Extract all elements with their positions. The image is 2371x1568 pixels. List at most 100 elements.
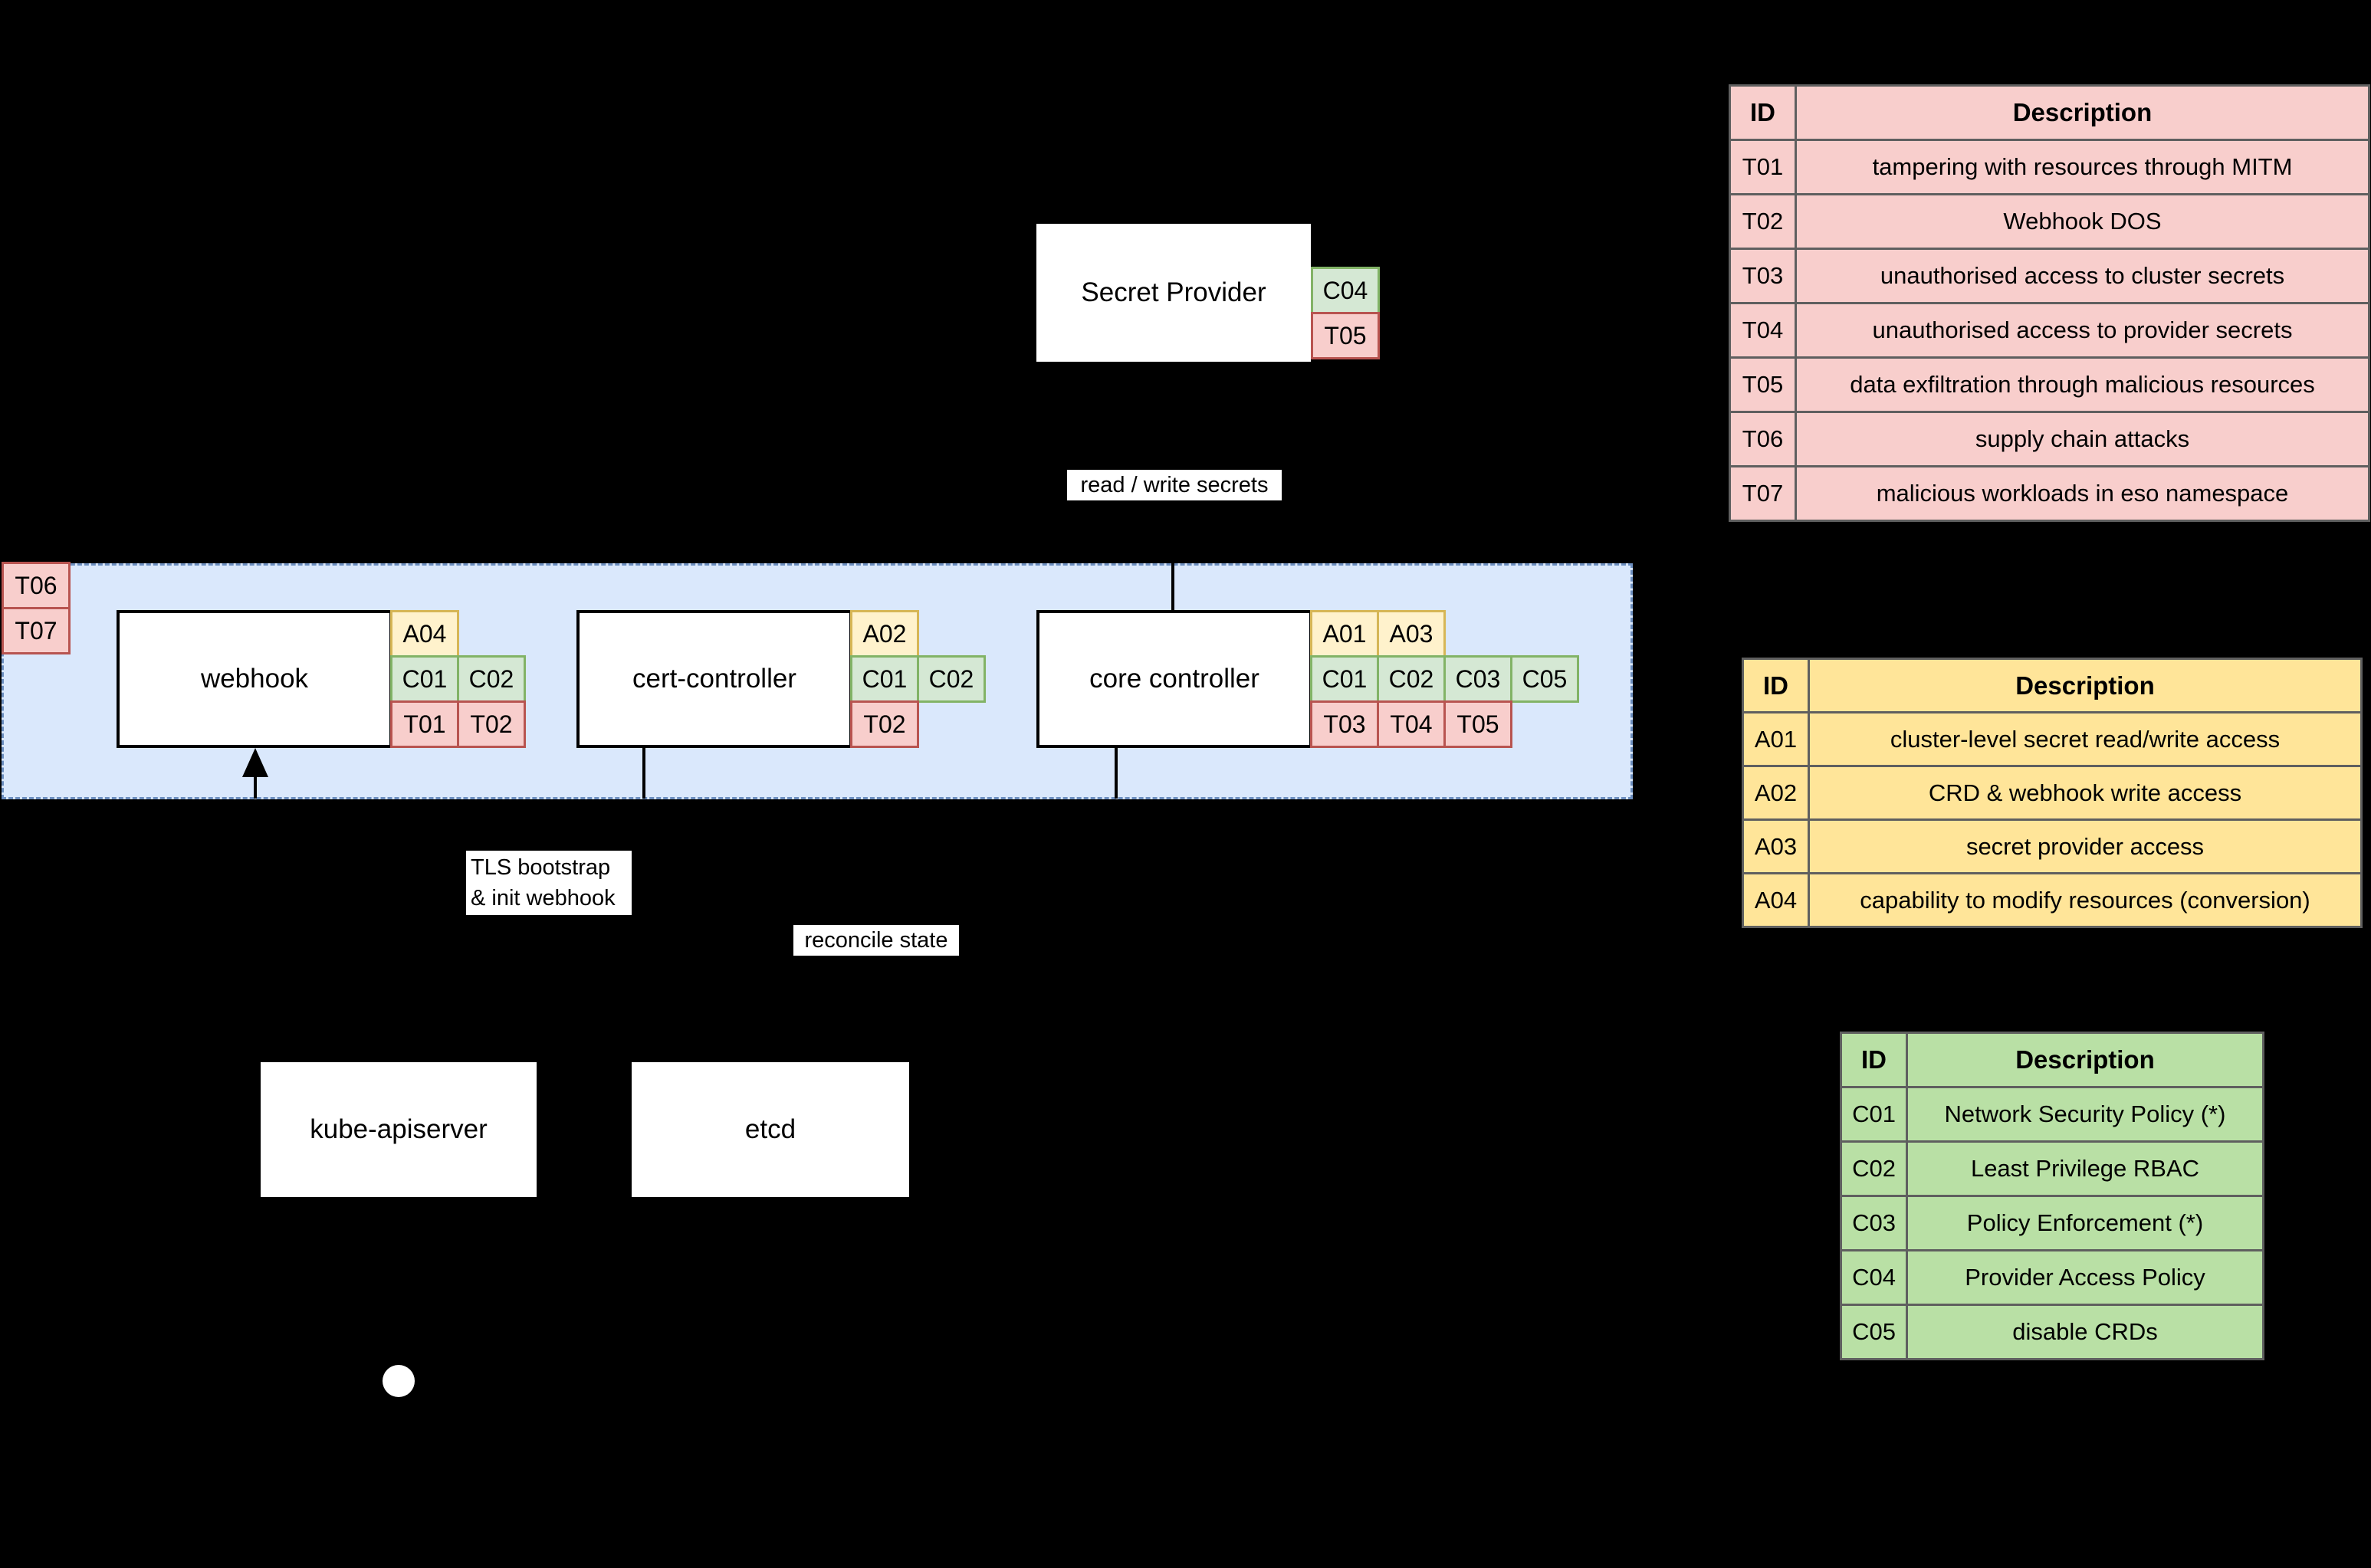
node-etcd: etcd bbox=[632, 1062, 909, 1197]
edge-label-reconcile-state: reconcile state bbox=[793, 925, 959, 956]
badge-row: T05 bbox=[1311, 312, 1380, 359]
badge-row: A02 bbox=[850, 610, 984, 658]
table-cell: supply chain attacks bbox=[1795, 411, 2370, 467]
connector-secret-provider-core bbox=[1171, 563, 1174, 611]
table-cell: A01 bbox=[1742, 711, 1810, 767]
table-cell: T05 bbox=[1729, 356, 1797, 413]
edge-label-line: & init webhook bbox=[471, 886, 616, 910]
table-cell: C04 bbox=[1840, 1249, 1908, 1306]
badge-a02: A02 bbox=[850, 610, 919, 658]
column-header: Description bbox=[1906, 1032, 2264, 1088]
table-cell: A02 bbox=[1742, 765, 1810, 821]
table-cell: Webhook DOS bbox=[1795, 193, 2370, 250]
table-cell: cluster-level secret read/write access bbox=[1808, 711, 2363, 767]
table-cell: disable CRDs bbox=[1906, 1304, 2264, 1360]
badge-c05: C05 bbox=[1510, 655, 1579, 703]
table-cell: T01 bbox=[1729, 139, 1797, 195]
node-cert-controller: cert-controller bbox=[576, 610, 852, 748]
column-header: Description bbox=[1795, 84, 2370, 141]
table-cell: Policy Enforcement (*) bbox=[1906, 1195, 2264, 1251]
table-cell: malicious workloads in eso namespace bbox=[1795, 465, 2370, 522]
table-cell: C03 bbox=[1840, 1195, 1908, 1251]
column-header: ID bbox=[1840, 1032, 1908, 1088]
table-cell: unauthorised access to provider secrets bbox=[1795, 302, 2370, 359]
node-label: webhook bbox=[200, 664, 309, 694]
badge-row: C04 bbox=[1311, 267, 1380, 314]
badge-t02: T02 bbox=[457, 700, 526, 748]
node-secret-provider: Secret Provider bbox=[1036, 224, 1311, 362]
node-label: Secret Provider bbox=[1081, 277, 1266, 307]
node-label: kube-apiserver bbox=[310, 1114, 488, 1144]
connector-endpoint-dot bbox=[383, 1365, 415, 1397]
table-cell: tampering with resources through MITM bbox=[1795, 139, 2370, 195]
badge-t04: T04 bbox=[1377, 700, 1446, 748]
table-cell: T07 bbox=[1729, 465, 1797, 522]
table-cell: data exfiltration through malicious reso… bbox=[1795, 356, 2370, 413]
table-cell: CRD & webhook write access bbox=[1808, 765, 2363, 821]
badge-t01: T01 bbox=[390, 700, 459, 748]
badge-t05: T05 bbox=[1311, 312, 1380, 359]
node-core-controller: core controller bbox=[1036, 610, 1312, 748]
edge-label-line: TLS bootstrap bbox=[471, 855, 611, 880]
edge-label-tls-bootstrap: TLS bootstrap & init webhook bbox=[466, 851, 632, 915]
badge-row: T06 bbox=[2, 562, 71, 609]
badge-t06: T06 bbox=[2, 562, 71, 609]
table-cell: unauthorised access to cluster secrets bbox=[1795, 248, 2370, 304]
badge-a01: A01 bbox=[1310, 610, 1379, 658]
table-cell: Least Privilege RBAC bbox=[1906, 1140, 2264, 1197]
badge-row: A04 bbox=[390, 610, 524, 658]
badge-c02: C02 bbox=[1377, 655, 1446, 703]
node-label: etcd bbox=[744, 1114, 796, 1144]
table-cell: Provider Access Policy bbox=[1906, 1249, 2264, 1306]
badge-a03: A03 bbox=[1377, 610, 1446, 658]
badge-t07: T07 bbox=[2, 607, 71, 654]
badge-a04: A04 bbox=[390, 610, 459, 658]
table-cell: T03 bbox=[1729, 248, 1797, 304]
column-header: Description bbox=[1808, 658, 2363, 713]
edge-label-read-write-secrets: read / write secrets bbox=[1067, 470, 1282, 500]
table-cell: C05 bbox=[1840, 1304, 1908, 1360]
connector-cert-controller-line bbox=[642, 746, 645, 799]
badge-c03: C03 bbox=[1443, 655, 1512, 703]
table-cell: T02 bbox=[1729, 193, 1797, 250]
badge-row: T07 bbox=[2, 607, 71, 654]
badge-t03: T03 bbox=[1310, 700, 1379, 748]
badge-t02: T02 bbox=[850, 700, 919, 748]
table-cell: A04 bbox=[1742, 872, 1810, 928]
badge-c01: C01 bbox=[390, 655, 459, 703]
node-label: cert-controller bbox=[632, 664, 796, 694]
badge-t05: T05 bbox=[1443, 700, 1512, 748]
badge-row: T02 bbox=[850, 700, 984, 748]
